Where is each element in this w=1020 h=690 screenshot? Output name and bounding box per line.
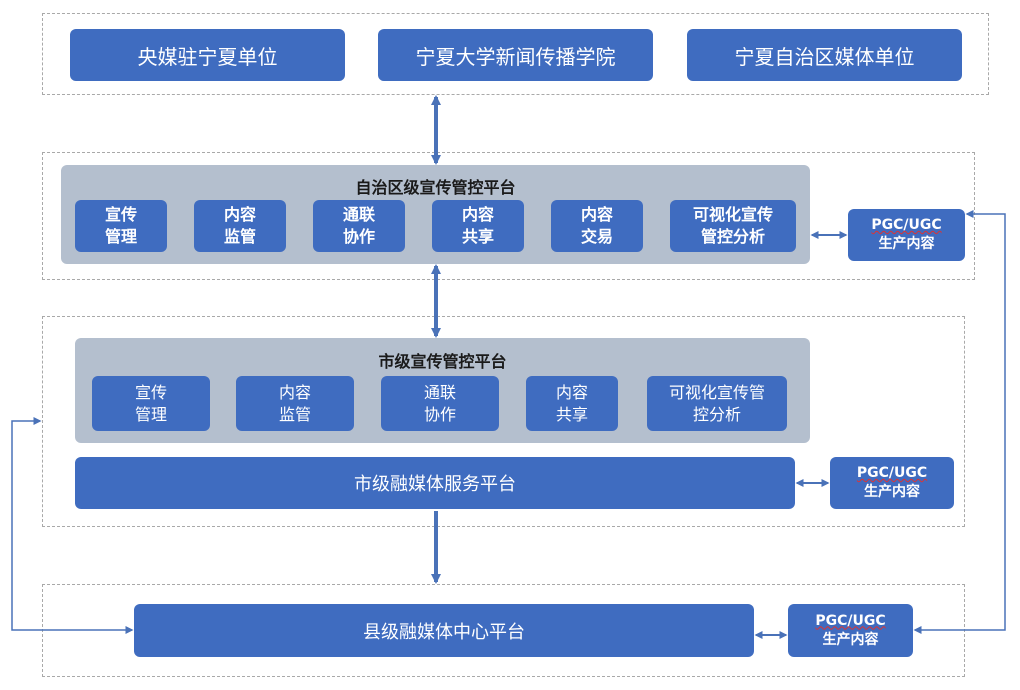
county-pgc-box: PGC/UGC 生产内容 — [788, 604, 913, 657]
top-unit-central-media: 央媒驻宁夏单位 — [70, 29, 345, 81]
county-pgc-label: PGC/UGC — [815, 612, 886, 629]
city-module-sharing: 内容 共享 — [526, 376, 618, 431]
county-platform: 县级融媒体中心平台 — [134, 604, 754, 657]
region-module-publicity: 宣传 管理 — [75, 200, 167, 252]
city-pgc-sublabel: 生产内容 — [864, 484, 920, 500]
city-platform-title: 市级宣传管控平台 — [378, 352, 507, 371]
top-units-container — [42, 13, 989, 95]
city-pgc-label: PGC/UGC — [856, 465, 928, 481]
region-module-sharing: 内容 共享 — [432, 200, 524, 252]
top-unit-region-media: 宁夏自治区媒体单位 — [687, 29, 962, 81]
region-module-supervision: 内容 监管 — [194, 200, 286, 252]
top-unit-university: 宁夏大学新闻传播学院 — [378, 29, 653, 81]
city-module-analytics: 可视化宣传管 控分析 — [647, 376, 787, 431]
region-module-analytics: 可视化宣传 管控分析 — [670, 200, 796, 252]
arrow-left-loop — [11, 417, 134, 634]
city-module-supervision: 内容 监管 — [236, 376, 354, 431]
city-module-collaboration: 通联 协作 — [381, 376, 499, 431]
region-platform-title: 自治区级宣传管控平台 — [355, 178, 516, 197]
city-service-platform: 市级融媒体服务平台 — [75, 457, 795, 509]
region-module-collaboration: 通联 协作 — [313, 200, 405, 252]
region-level-container — [42, 152, 975, 280]
county-pgc-sublabel: 生产内容 — [822, 631, 879, 648]
arrow-right-loop — [913, 210, 1006, 634]
region-module-trading: 内容 交易 — [551, 200, 643, 252]
